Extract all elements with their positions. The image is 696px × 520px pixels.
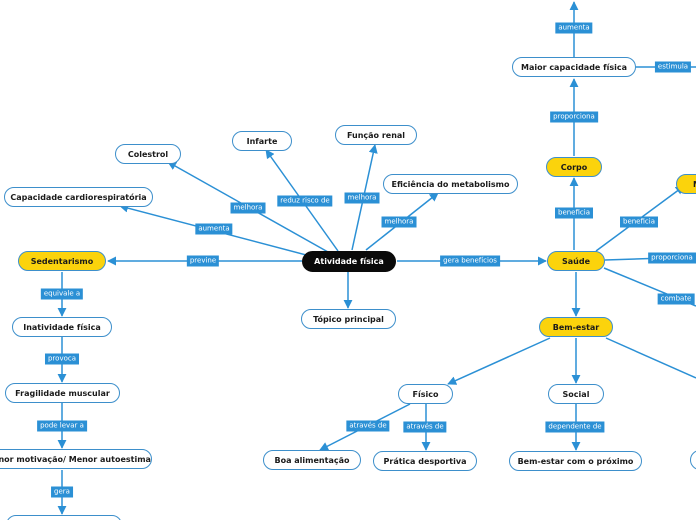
label-gera-beneficios: gera benefícios (440, 255, 500, 267)
label-combate: combate (657, 293, 695, 305)
label-melhora-metabolismo: melhora (381, 216, 417, 228)
label-provoca: provoca (44, 353, 80, 365)
node-pratica-desportiva[interactable]: Prática desportiva (373, 451, 477, 471)
label-pode-levar: pode levar a (37, 420, 87, 432)
node-maior-capacidade-fisica[interactable]: Maior capacidade física (512, 57, 636, 77)
node-infarte[interactable]: Infarte (232, 131, 292, 151)
edge-bem-estar-right (605, 337, 696, 379)
label-proporciona-corpo: proporciona (550, 111, 598, 123)
node-bem-estar[interactable]: Bem-estar (539, 317, 613, 337)
label-aumenta-cardio: aumenta (195, 223, 233, 235)
label-gera: gera (51, 486, 73, 498)
node-colesterol[interactable]: Colestrol (115, 144, 181, 164)
label-beneficia-right: beneficia (620, 216, 658, 228)
node-sedentarismo[interactable]: Sedentarismo (18, 251, 106, 271)
label-atraves-pratica: através de (403, 421, 447, 433)
node-social[interactable]: Social (548, 384, 604, 404)
node-menor-motivacao[interactable]: Menor motivação/ Menor autoestima (0, 449, 152, 469)
label-equivale: equivale a (40, 288, 84, 300)
label-atraves-boa: através de (346, 420, 390, 432)
node-topico-principal[interactable]: Tópico principal (301, 309, 396, 329)
edge-bem-estar-fisico (447, 337, 551, 385)
node-boa-alimentacao[interactable]: Boa alimentação (263, 450, 361, 470)
node-bem-estar-proximo[interactable]: Bem-estar com o próximo (509, 451, 642, 471)
label-melhora-colesterol: melhora (230, 202, 266, 214)
label-reduz-risco: reduz risco de (277, 195, 333, 207)
node-inatividade-fisica[interactable]: Inatividade física (12, 317, 112, 337)
node-atividade-fisica[interactable]: Atividade física (302, 251, 396, 272)
node-capacidade-cardiorespiratoria[interactable]: Capacidade cardiorespiratória (4, 187, 153, 207)
label-dependente: dependente de (545, 421, 605, 433)
node-fragilidade-muscular[interactable]: Fragilidade muscular (5, 383, 120, 403)
label-beneficia-corpo: beneficia (555, 207, 593, 219)
node-eficiencia-metabolismo[interactable]: Eficiência do metabolismo (383, 174, 518, 194)
node-right-partial[interactable]: M (676, 174, 696, 194)
label-melhora-renal: melhora (344, 192, 380, 204)
label-proporciona-right: proporciona (648, 252, 696, 264)
node-next-bottom[interactable] (6, 515, 122, 520)
node-corpo[interactable]: Corpo (546, 157, 602, 177)
label-previne: previne (186, 255, 220, 267)
node-funcao-renal[interactable]: Função renal (335, 125, 417, 145)
node-fisico[interactable]: Físico (398, 384, 453, 404)
node-saude[interactable]: Saúde (547, 251, 605, 271)
label-aumenta-top: aumenta (555, 22, 593, 34)
label-estimula: estimula (654, 61, 692, 73)
